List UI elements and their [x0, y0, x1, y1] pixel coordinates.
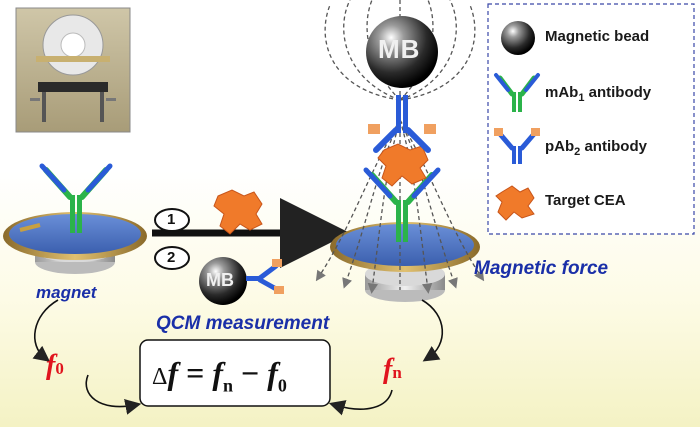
legend-mab1-tail: antibody: [584, 84, 652, 101]
formula-fn: f: [212, 355, 223, 391]
target-cea-blob: [213, 189, 263, 235]
left-mab1-antibody: [39, 163, 113, 233]
formula-fn-sub: n: [222, 375, 233, 396]
magnetic-force-label: Magnetic force: [474, 258, 609, 279]
large-magnetic-bead: [366, 16, 438, 88]
formula-box: [139, 339, 331, 407]
pab2-antibody-icon: [494, 128, 540, 164]
legend-label-pab2: pAb2 antibody: [545, 138, 647, 158]
small-mb-conjugate: [199, 257, 284, 305]
step-2-circle: [154, 246, 190, 270]
formula-f0-sub: 0: [277, 375, 287, 396]
right-mab1-antibody: [363, 167, 441, 242]
fn-label-sub: n: [392, 363, 402, 382]
f0-label-sub: 0: [55, 359, 64, 378]
legend-label-target-cea: Target CEA: [545, 192, 626, 209]
legend-label-magnetic-bead: Magnetic bead: [545, 28, 650, 45]
magnetic-bead-icon: [501, 21, 535, 55]
fn-label: fn: [383, 354, 402, 386]
large-mb-label: MB: [378, 34, 421, 64]
fn-label-f: f: [383, 354, 393, 385]
formula-f0: f: [267, 355, 278, 391]
left-qcm-sensor: [3, 212, 147, 274]
formula-minus: −: [233, 355, 268, 391]
formula-eq: =: [178, 355, 213, 391]
right-cea-blob: [377, 143, 429, 187]
mab1-antibody-icon: [494, 73, 540, 112]
legend-mab1-sub: 1: [578, 92, 585, 104]
magnet-label: magnet: [36, 283, 97, 302]
legend-pab2-main: pAb: [545, 138, 575, 155]
feedback-arrows: [32, 299, 444, 416]
f0-label: f0: [46, 350, 64, 382]
formula-delta: Δ: [152, 364, 168, 390]
f0-label-f: f: [46, 350, 56, 381]
formula-f: f: [167, 355, 179, 391]
legend-pab2-sub: 2: [574, 146, 581, 158]
qcm-measurement-label: QCM measurement: [156, 313, 330, 334]
legend-label-mab1: mAb1 antibody: [545, 84, 651, 104]
right-qcm-sensor: [330, 222, 480, 302]
step-1-label: 1: [167, 211, 176, 228]
step-2-label: 2: [167, 249, 176, 266]
target-cea-icon: [495, 185, 535, 221]
qcm-crystal-photo: [15, 7, 131, 133]
small-mb-label: MB: [206, 270, 234, 290]
legend-pab2-tail: antibody: [580, 138, 647, 155]
right-pab2-antibody: [368, 95, 436, 153]
legend-mab1-main: mAb: [545, 84, 579, 101]
formula-text: Δf = fn − f0: [152, 355, 287, 396]
step-1-circle: [154, 208, 190, 232]
